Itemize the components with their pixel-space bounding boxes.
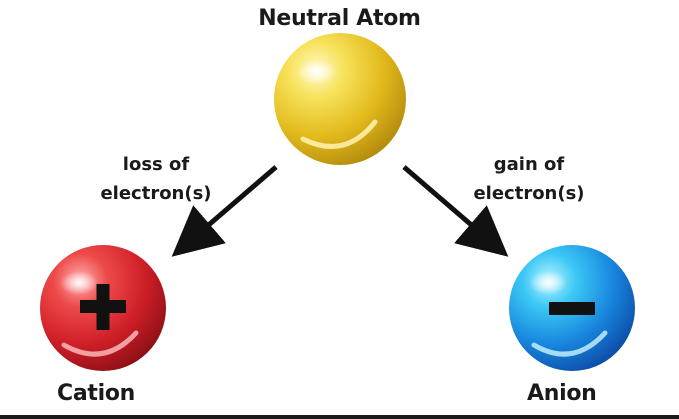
gain-of-electrons-label: gain of electron(s) <box>449 150 609 208</box>
minus-sign-icon <box>549 302 595 315</box>
loss-of-electrons-label: loss of electron(s) <box>76 150 236 208</box>
loss-label-line-1: loss of <box>122 154 190 175</box>
gain-label-line-1: gain of <box>493 154 565 175</box>
anion-sphere <box>509 245 635 371</box>
bottom-border <box>0 415 679 419</box>
anion-label: Anion <box>527 381 597 406</box>
arrow-to-anion <box>402 165 509 257</box>
loss-label-line-2: electron(s) <box>100 183 212 204</box>
neutral-atom-title: Neutral Atom <box>258 6 421 31</box>
cation-label: Cation <box>57 381 136 406</box>
neutral-atom-sphere <box>274 33 406 165</box>
plus-sign-icon <box>80 284 126 330</box>
gain-label-line-2: electron(s) <box>473 183 585 204</box>
arrow-to-cation <box>171 165 278 257</box>
cation-sphere <box>40 245 166 371</box>
